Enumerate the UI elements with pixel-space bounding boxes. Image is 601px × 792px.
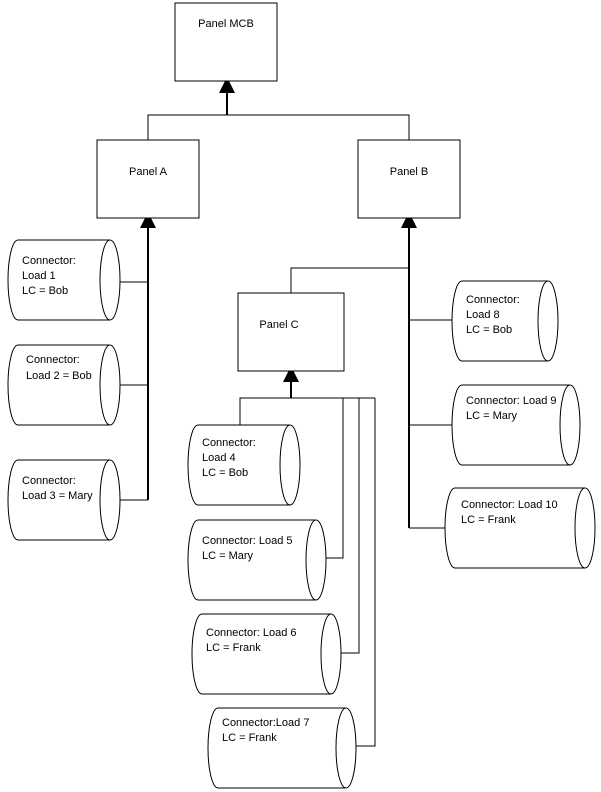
connector-load8-line2: Load 8 — [466, 309, 500, 321]
panel-c-label: Panel C — [259, 319, 298, 331]
connector-load2: Connector: Load 2 = Bob — [7, 344, 121, 426]
connector-load4-line1: Connector: — [202, 437, 256, 449]
link-load7-to-c — [355, 398, 376, 747]
connector-load2-line1: Connector: — [26, 354, 80, 366]
connector-load4-line2: Load 4 — [202, 452, 236, 464]
connector-load8-line1: Connector: — [466, 294, 520, 306]
connector-load3-line2: Load 3 = Mary — [22, 490, 93, 502]
connector-load7-line2: LC = Frank — [222, 732, 277, 744]
connector-load6-line1: Connector: Load 6 — [206, 627, 297, 639]
connector-load5: Connector: Load 5 LC = Mary — [187, 519, 327, 601]
connector-load1-line1: Connector: — [22, 255, 76, 267]
panel-b-label: Panel B — [390, 166, 429, 178]
panel-mcb: Panel MCB — [174, 2, 278, 82]
connector-load6: Connector: Load 6 LC = Frank — [191, 613, 342, 695]
connector-load1-line2: Load 1 — [22, 270, 56, 282]
link-load6-to-c — [341, 398, 360, 654]
link-load5-to-c — [326, 398, 344, 559]
connector-load10-line2: LC = Frank — [461, 514, 516, 526]
link-load4-to-c — [239, 397, 375, 425]
connector-load10-line1: Connector: Load 10 — [461, 499, 558, 511]
panel-a: Panel A — [96, 139, 200, 219]
link-panel-c-to-b — [290, 267, 409, 293]
link-panel-b-to-mcb — [227, 114, 410, 140]
connector-load5-line1: Connector: Load 5 — [202, 535, 293, 547]
connector-load8-line3: LC = Bob — [466, 324, 512, 336]
link-panel-a-to-mcb — [147, 114, 227, 140]
connector-load5-line2: LC = Mary — [202, 550, 254, 562]
connector-load7: Connector:Load 7 LC = Frank — [207, 707, 357, 789]
panel-a-label: Panel A — [129, 166, 168, 178]
connector-load8: Connector: Load 8 LC = Bob — [451, 280, 559, 362]
connector-load4-line3: LC = Bob — [202, 467, 248, 479]
panel-c: Panel C — [237, 292, 345, 372]
connector-load10: Connector: Load 10 LC = Frank — [444, 487, 596, 569]
connector-load7-line1: Connector:Load 7 — [222, 717, 309, 729]
connector-load1: Connector: Load 1 LC = Bob — [7, 239, 121, 321]
connector-load9-line2: LC = Mary — [466, 410, 518, 422]
connector-load3-line1: Connector: — [22, 475, 76, 487]
connector-load1-line3: LC = Bob — [22, 285, 68, 297]
connector-load3: Connector: Load 3 = Mary — [7, 459, 121, 541]
connector-lines — [120, 77, 455, 747]
panel-b: Panel B — [357, 139, 461, 219]
panel-mcb-label: Panel MCB — [198, 18, 254, 30]
connector-load9-line1: Connector: Load 9 — [466, 395, 557, 407]
connector-load2-line2: Load 2 = Bob — [26, 370, 92, 382]
connector-load6-line2: LC = Frank — [206, 642, 261, 654]
connector-load4: Connector: Load 4 LC = Bob — [187, 424, 301, 506]
connector-load9: Connector: Load 9 LC = Mary — [451, 384, 581, 466]
